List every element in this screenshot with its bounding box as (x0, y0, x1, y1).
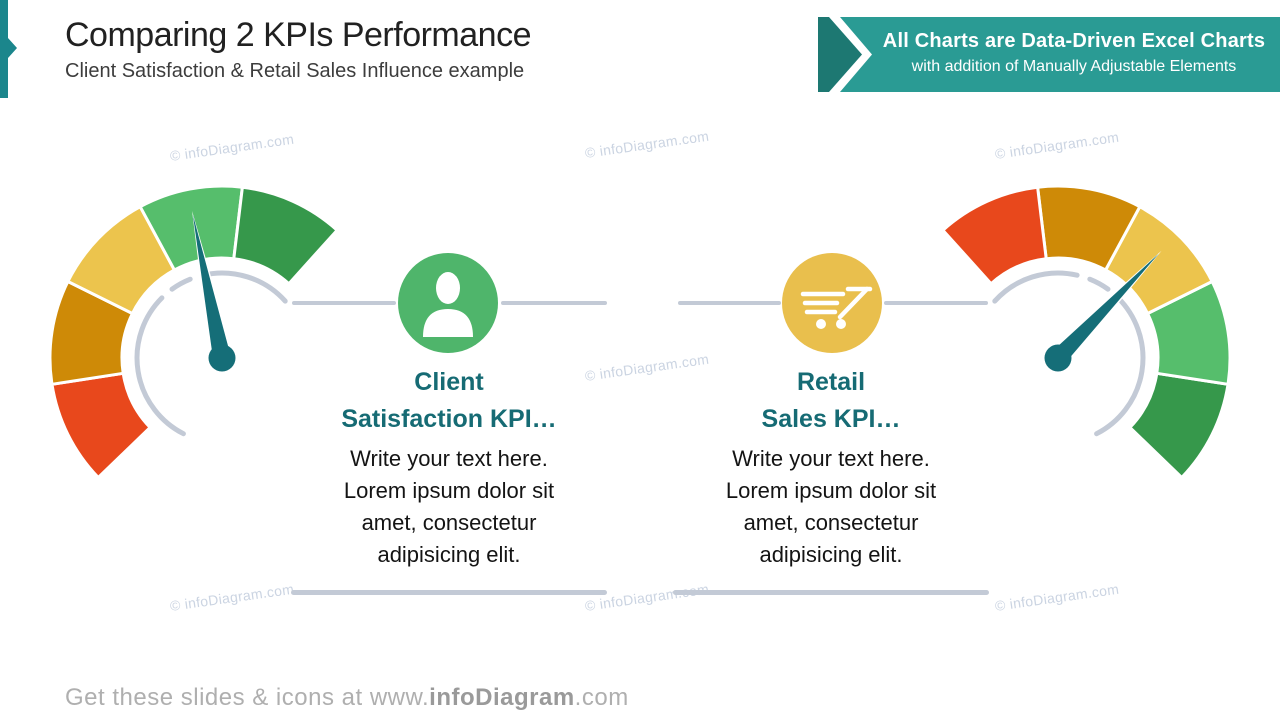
page-subtitle: Client Satisfaction & Retail Sales Influ… (65, 60, 525, 82)
gauge-ring (941, 184, 1232, 479)
info-banner: All Charts are Data-Driven Excel Charts … (818, 17, 1280, 92)
person-icon (423, 272, 473, 337)
retail-sales-icon-badge (782, 253, 882, 353)
kpi-body: Write your text here. Lorem ipsum dolor … (725, 446, 937, 567)
connector-line (292, 301, 396, 305)
footer-brand: infoDiagram (429, 684, 575, 711)
shopping-cart-icon (800, 286, 873, 329)
connector-line (501, 301, 607, 305)
watermark: © infoDiagram.com (993, 580, 1121, 614)
gauge-segment-dark-green (232, 185, 339, 286)
retail-sales-text-block: Retail Sales KPI… Write your text here. … (670, 364, 992, 571)
connector-line (678, 301, 781, 305)
gauge-ring (48, 184, 339, 479)
gauge-needle (1042, 250, 1162, 374)
watermark: © infoDiagram.com (583, 127, 711, 161)
watermark: © infoDiagram.com (583, 580, 711, 614)
client-satisfaction-text-block: Client Satisfaction KPI… Write your text… (288, 364, 610, 571)
footer-credit: Get these slides & icons at www.infoDiag… (65, 684, 629, 712)
gauge-scale-arc (134, 270, 288, 437)
slide-accent-chevron (0, 0, 17, 98)
page-title: Comparing 2 KPIs Performance (65, 16, 531, 54)
banner-line2: with addition of Manually Adjustable Ele… (911, 58, 1237, 75)
client-satisfaction-gauge (48, 184, 339, 479)
gauge-segment-red (50, 371, 152, 479)
connector-line (884, 301, 988, 305)
kpi-body: Write your text here. Lorem ipsum dolor … (343, 446, 555, 567)
footer-suffix: .com (574, 684, 629, 711)
gauge-segment-red (941, 185, 1048, 286)
retail-sales-gauge (941, 184, 1232, 479)
kpi-heading: Retail Sales KPI… (761, 368, 901, 433)
client-satisfaction-icon-badge (398, 253, 498, 353)
gauge-segment-dark-green (1128, 371, 1230, 479)
banner-line1: All Charts are Data-Driven Excel Charts (882, 30, 1266, 52)
kpi-heading: Client Satisfaction KPI… (341, 368, 557, 433)
divider-line (291, 590, 607, 595)
gauge-needle (192, 211, 238, 374)
footer-prefix: Get these slides & icons at www. (65, 684, 430, 711)
gauge-scale-arc (992, 270, 1146, 437)
divider-line (673, 590, 989, 595)
watermark: © infoDiagram.com (168, 580, 296, 614)
